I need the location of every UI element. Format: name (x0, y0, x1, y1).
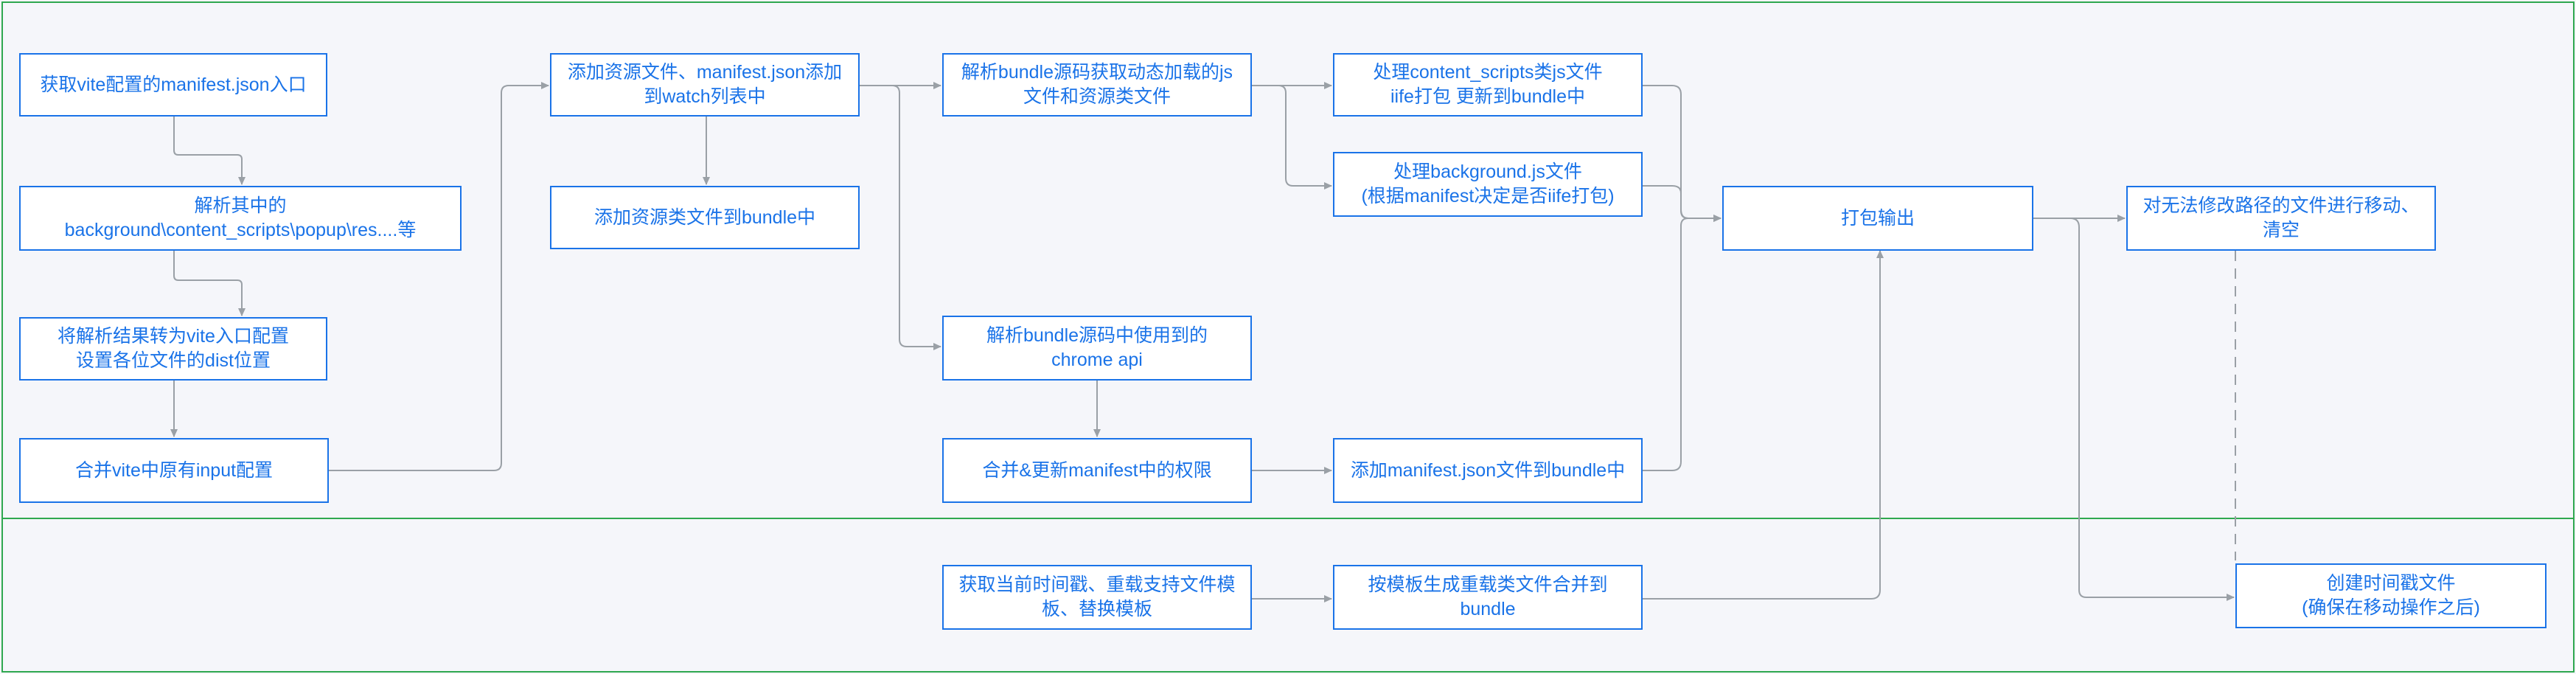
node-create-timestamp-file: 创建时间戳文件 (确保在移动操作之后) (2235, 563, 2547, 628)
main-process-lane (1, 1, 2575, 519)
node-parse-dynamic-imports: 解析bundle源码获取动态加载的js 文件和资源类文件 (942, 53, 1252, 117)
node-add-watch-files: 添加资源文件、manifest.json添加 到watch列表中 (550, 53, 860, 117)
reload-process-lane (1, 518, 2575, 673)
node-merge-input-config: 合并vite中原有input配置 (19, 438, 329, 503)
edge-n2-n3 (173, 251, 246, 316)
edge-n7-n11 (1252, 85, 1332, 190)
node-merge-permissions: 合并&更新manifest中的权限 (942, 438, 1252, 503)
edge-n1-n2 (173, 117, 246, 185)
node-add-assets-to-bundle: 添加资源类文件到bundle中 (550, 186, 860, 249)
node-add-manifest-to-bundle: 添加manifest.json文件到bundle中 (1333, 438, 1643, 503)
edge-n13-n17 (2033, 218, 2235, 601)
node-background-js: 处理background.js文件 (根据manifest决定是否iife打包) (1333, 152, 1643, 217)
node-get-manifest-entry: 获取vite配置的manifest.json入口 (19, 53, 327, 117)
edge-n12-n13 (1643, 215, 1722, 471)
edge-n4-n5 (329, 82, 549, 471)
node-parse-entries: 解析其中的 background\content_scripts\popup\r… (19, 186, 462, 251)
node-move-unmodifiable-files: 对无法修改路径的文件进行移动、 清空 (2126, 186, 2436, 251)
node-bundle-output: 打包输出 (1722, 186, 2033, 251)
edge-n16-n13 (1643, 250, 1884, 600)
edge-n5-n8 (860, 85, 941, 350)
node-content-scripts-iife: 处理content_scripts类js文件 iife打包 更新到bundle中 (1333, 53, 1643, 117)
edge-n11-n13 (1643, 185, 1722, 222)
node-convert-to-vite-input: 将解析结果转为vite入口配置 设置各位文件的dist位置 (19, 317, 327, 381)
node-get-timestamp-template: 获取当前时间戳、重载支持文件模 板、替换模板 (942, 565, 1252, 630)
node-parse-chrome-api: 解析bundle源码中使用到的 chrome api (942, 316, 1252, 381)
node-generate-reload-files: 按模板生成重载类文件合并到 bundle (1333, 565, 1643, 630)
